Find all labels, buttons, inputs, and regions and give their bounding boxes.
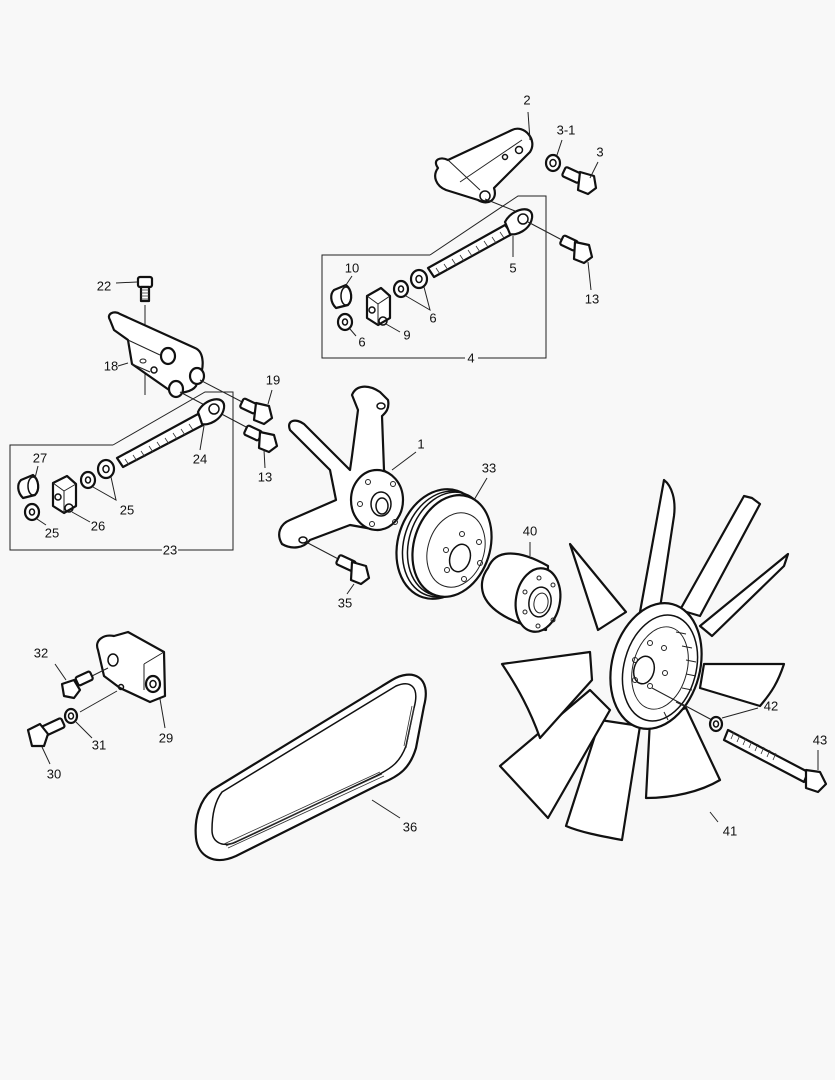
callout-label-fan-bracket: 1 bbox=[417, 436, 425, 452]
idler-bracket-part-29 bbox=[79, 630, 167, 729]
callout-label-bolt: 19 bbox=[265, 372, 281, 388]
bolt-part-30 bbox=[26, 717, 66, 765]
bushing-part-10 bbox=[330, 275, 353, 310]
callout-label-bolt: 13 bbox=[257, 469, 273, 485]
bolt-part-35 bbox=[335, 554, 371, 595]
callout-label-tensioner-kit: 4 bbox=[467, 350, 475, 366]
bolt-part-32 bbox=[54, 663, 94, 700]
nuts-part-25 bbox=[23, 458, 117, 526]
callout-label-washer: 31 bbox=[91, 737, 107, 753]
callout-label-nut: 6 bbox=[429, 310, 437, 326]
bolt-part-3 bbox=[561, 161, 599, 196]
callout-label-bolt: 3 bbox=[596, 144, 604, 160]
callout-label-tensioner-kit: 23 bbox=[162, 542, 178, 558]
callout-label-bolt: 32 bbox=[33, 645, 49, 661]
callout-label-nut: 6 bbox=[358, 334, 366, 350]
callout-label-bracket: 18 bbox=[103, 358, 119, 374]
callout-label-bushing: 27 bbox=[32, 450, 48, 466]
callout-label-nut: 25 bbox=[44, 525, 60, 541]
bolt-part-43 bbox=[722, 728, 828, 794]
callout-label-bolt: 13 bbox=[584, 291, 600, 307]
callout-label-clamp-block: 9 bbox=[403, 327, 411, 343]
pulley-part-33 bbox=[395, 477, 493, 600]
callout-label-bolt: 35 bbox=[337, 595, 353, 611]
fan-bracket-part-1 bbox=[278, 385, 417, 563]
callout-label-tensioner-rod: 5 bbox=[509, 260, 517, 276]
callout-label-tensioner-rod: 24 bbox=[192, 451, 208, 467]
fan-part-41 bbox=[498, 478, 790, 842]
callout-label-drive-belt: 36 bbox=[402, 819, 418, 835]
callout-label-idler-bracket: 29 bbox=[158, 730, 174, 746]
bolt-part-13-lower bbox=[243, 424, 279, 469]
washer-part-3-1 bbox=[544, 139, 563, 173]
callout-label-fan: 41 bbox=[722, 823, 738, 839]
clamp-block-part-9 bbox=[365, 286, 401, 333]
tensioner-rod-part-24 bbox=[115, 398, 226, 469]
callout-label-pulley: 33 bbox=[481, 460, 497, 476]
callout-label-bracket-arm: 2 bbox=[523, 92, 531, 108]
callout-label-washer: 3-1 bbox=[556, 122, 576, 138]
clamp-block-part-26 bbox=[51, 474, 91, 523]
callout-label-bolt: 22 bbox=[96, 278, 112, 294]
callout-label-spacer: 40 bbox=[522, 523, 538, 539]
washer-part-31 bbox=[63, 707, 93, 739]
bracket-arm-part-2 bbox=[434, 111, 534, 204]
callout-label-nut: 25 bbox=[119, 502, 135, 518]
callout-label-bolt: 30 bbox=[46, 766, 62, 782]
bolt-part-19 bbox=[239, 389, 274, 426]
group-box-4-frame bbox=[321, 195, 547, 359]
callout-label-washer: 42 bbox=[763, 698, 779, 714]
group-box-23-frame bbox=[9, 391, 234, 551]
washer-part-42 bbox=[651, 687, 759, 733]
bolt-part-13-upper bbox=[559, 234, 594, 291]
callout-label-bolt: 43 bbox=[812, 732, 828, 748]
drive-belt-part-36 bbox=[194, 673, 427, 862]
callout-label-clamp-block: 26 bbox=[90, 518, 106, 534]
spacer-part-40 bbox=[480, 542, 562, 633]
callout-label-bushing: 10 bbox=[344, 260, 360, 276]
bracket-part-18 bbox=[107, 311, 249, 429]
tensioner-rod-part-5 bbox=[426, 198, 563, 279]
bushing-part-27 bbox=[17, 465, 40, 500]
nuts-part-6 bbox=[336, 268, 431, 337]
